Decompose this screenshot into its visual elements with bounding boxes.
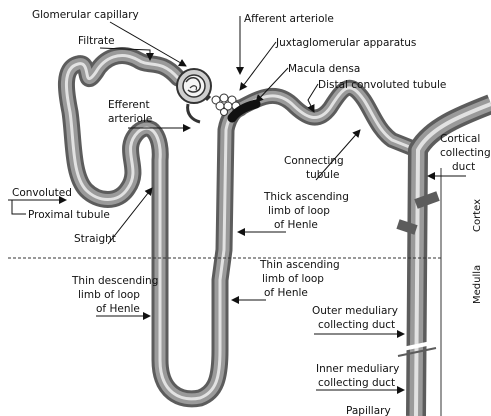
label-papillary: Papillary xyxy=(346,405,391,416)
label-outer-medullary-1: Outer meduliary xyxy=(312,305,398,317)
label-thick-ascending-2: limb of loop xyxy=(268,205,330,217)
label-efferent-1: Efferent xyxy=(108,99,150,111)
label-glomerular-capillary: Glomerular capillary xyxy=(32,9,139,21)
label-distal-convoluted-tubule: Distal convoluted tubule xyxy=(318,79,446,91)
label-medulla: Medulla xyxy=(472,265,483,304)
label-thin-ascending-2: limb of loop xyxy=(262,273,324,285)
label-juxtaglomerular-apparatus: Juxtaglomerular apparatus xyxy=(275,37,416,49)
label-cortical-3: duct xyxy=(452,161,475,173)
label-connecting-2: tubule xyxy=(306,169,339,181)
efferent-arteriole xyxy=(188,104,200,122)
label-convoluted: Convoluted xyxy=(12,187,72,199)
label-thin-ascending-1: Thin ascending xyxy=(259,259,340,271)
label-inner-medullary-2: collecting duct xyxy=(318,377,395,389)
label-outer-medullary-2: collecting duct xyxy=(318,319,395,331)
label-cortex: Cortex xyxy=(472,199,483,232)
proximal-to-loop xyxy=(66,56,240,399)
label-thin-descending-1: Thin descending xyxy=(71,275,158,287)
label-thick-ascending-1: Thick ascending xyxy=(263,191,349,203)
label-efferent-2: arteriole xyxy=(108,113,152,125)
label-thick-ascending-3: of Henle xyxy=(274,219,318,231)
label-straight: Straight xyxy=(74,233,116,245)
label-cortical-1: Cortical xyxy=(440,133,480,145)
label-proximal-tubule: Proximal tubule xyxy=(28,209,110,221)
label-thin-descending-3: of Henle xyxy=(96,303,140,315)
label-cortical-2: collecting xyxy=(440,147,491,159)
label-connecting-1: Connecting xyxy=(284,155,344,167)
label-afferent-arteriole: Afferent arteriole xyxy=(244,13,334,25)
distal-tubule xyxy=(240,88,412,148)
label-thin-ascending-3: of Henle xyxy=(264,287,308,299)
label-filtrate: Filtrate xyxy=(78,35,115,47)
label-thin-descending-2: limb of loop xyxy=(78,289,140,301)
label-macula-densa: Macula densa xyxy=(288,63,360,75)
label-inner-medullary-1: Inner meduliary xyxy=(316,363,399,375)
glomerulus xyxy=(177,69,211,103)
